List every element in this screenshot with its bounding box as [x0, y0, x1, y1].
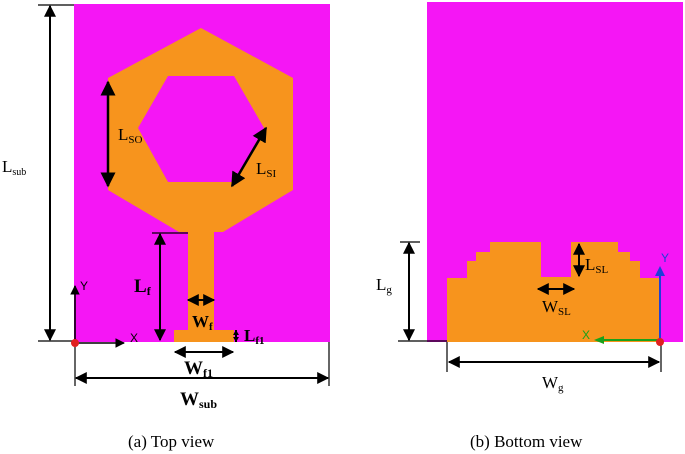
bottom-view: Lg LSL WSL Wg Y X (b) Bottom view — [376, 2, 683, 451]
l-sl-label: LSL — [585, 255, 609, 276]
w-g-label: Wg — [542, 373, 564, 394]
hexagonal-ring-radiator — [108, 28, 293, 342]
l-f1-arrow-down — [233, 337, 239, 342]
top-origin-dot — [71, 339, 79, 347]
l-g-label: Lg — [376, 275, 392, 296]
top-view-caption: (a) Top view — [128, 432, 215, 451]
bottom-axis-y-arrow — [655, 266, 665, 276]
bottom-axis-x-label: X — [582, 328, 590, 342]
l-si-dimension-line — [230, 126, 268, 188]
top-view: Lsub LSO LSI Lf Wf Lf1 Wf1 Wsub Y X — [2, 4, 330, 451]
l-so-label: LSO — [118, 125, 143, 146]
top-axis-y-label: Y — [80, 279, 88, 293]
top-axis-x-label: X — [130, 331, 138, 345]
l-si-label: LSI — [256, 159, 277, 180]
w-sl-label: WSL — [542, 297, 571, 318]
l-f-label: Lf — [134, 276, 152, 298]
bottom-view-caption: (b) Bottom view — [470, 432, 583, 451]
bottom-axis-y-label: Y — [661, 251, 669, 265]
w-sub-label: Wsub — [180, 389, 217, 411]
w-f-label: Wf — [192, 312, 213, 333]
w-f1-label: Wf1 — [184, 358, 213, 380]
l-sub-label: Lsub — [2, 157, 26, 178]
l-f1-label: Lf1 — [244, 326, 265, 347]
bottom-axis-x-arrow — [594, 336, 604, 344]
l-f1-arrow-up — [233, 330, 239, 335]
bottom-origin-dot — [656, 338, 664, 346]
